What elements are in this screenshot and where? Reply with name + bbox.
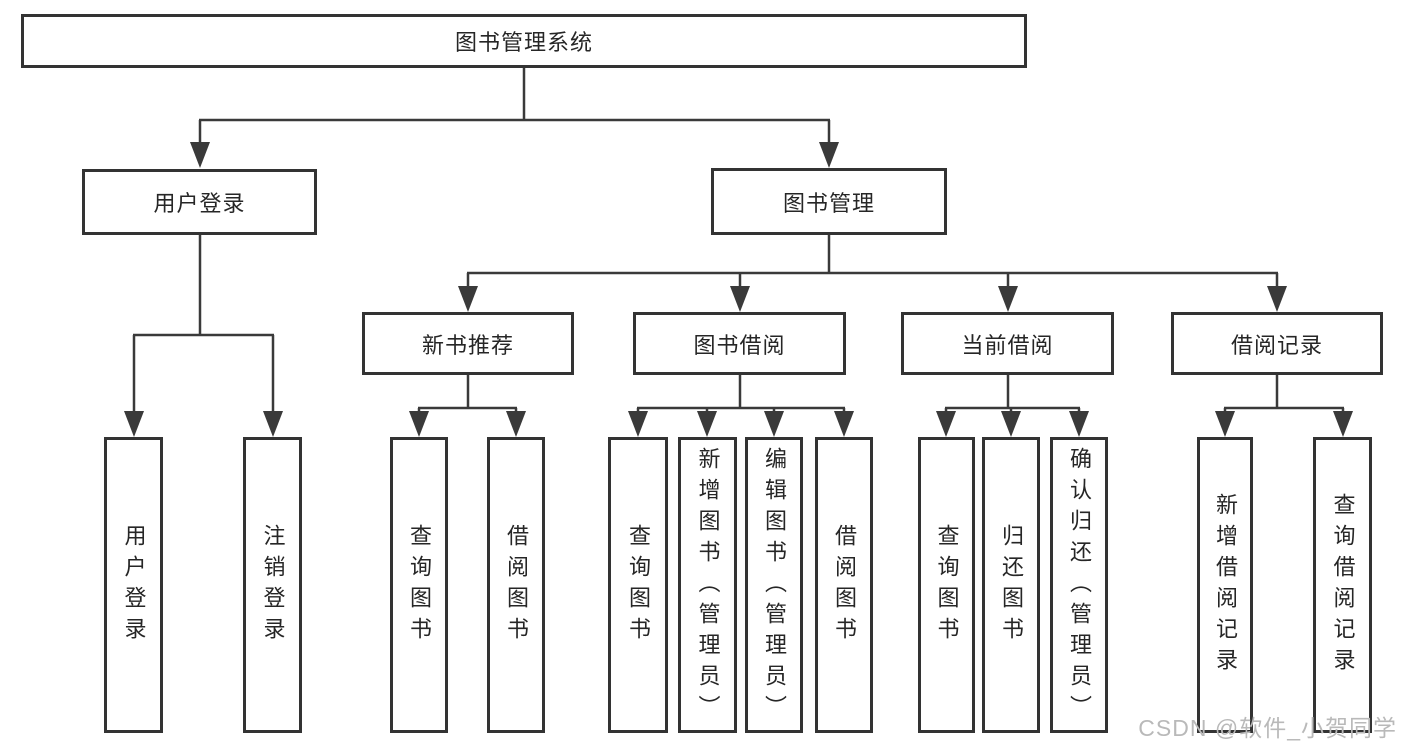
leaf-borrow-borrow-books: 借阅图书 (815, 437, 873, 733)
node-book-management: 图书管理 (711, 168, 947, 235)
node-current-borrow: 当前借阅 (901, 312, 1114, 375)
leaf-user-login: 用户登录 (104, 437, 163, 733)
leaf-records-add-record: 新增借阅记录 (1197, 437, 1253, 733)
leaf-borrow-query-books: 查询图书 (608, 437, 668, 733)
leaf-current-confirm-return-admin: 确认归还（管理员） (1050, 437, 1108, 733)
leaf-newbook-borrow-books: 借阅图书 (487, 437, 545, 733)
node-new-book-recommend: 新书推荐 (362, 312, 574, 375)
leaf-borrow-edit-books-admin: 编辑图书（管理员） (745, 437, 803, 733)
leaf-logout: 注销登录 (243, 437, 302, 733)
node-book-borrow: 图书借阅 (633, 312, 846, 375)
leaf-current-return-books: 归还图书 (982, 437, 1040, 733)
watermark: CSDN @软件_小贺同学 (1138, 715, 1397, 741)
arrowheads (124, 142, 1353, 437)
leaf-current-query-books: 查询图书 (918, 437, 975, 733)
node-root-library-system: 图书管理系统 (21, 14, 1027, 68)
leaf-borrow-add-books-admin: 新增图书（管理员） (678, 437, 737, 733)
node-user-login: 用户登录 (82, 169, 317, 235)
node-borrow-records: 借阅记录 (1171, 312, 1383, 375)
leaf-newbook-query-books: 查询图书 (390, 437, 448, 733)
leaf-records-query-record: 查询借阅记录 (1313, 437, 1372, 733)
